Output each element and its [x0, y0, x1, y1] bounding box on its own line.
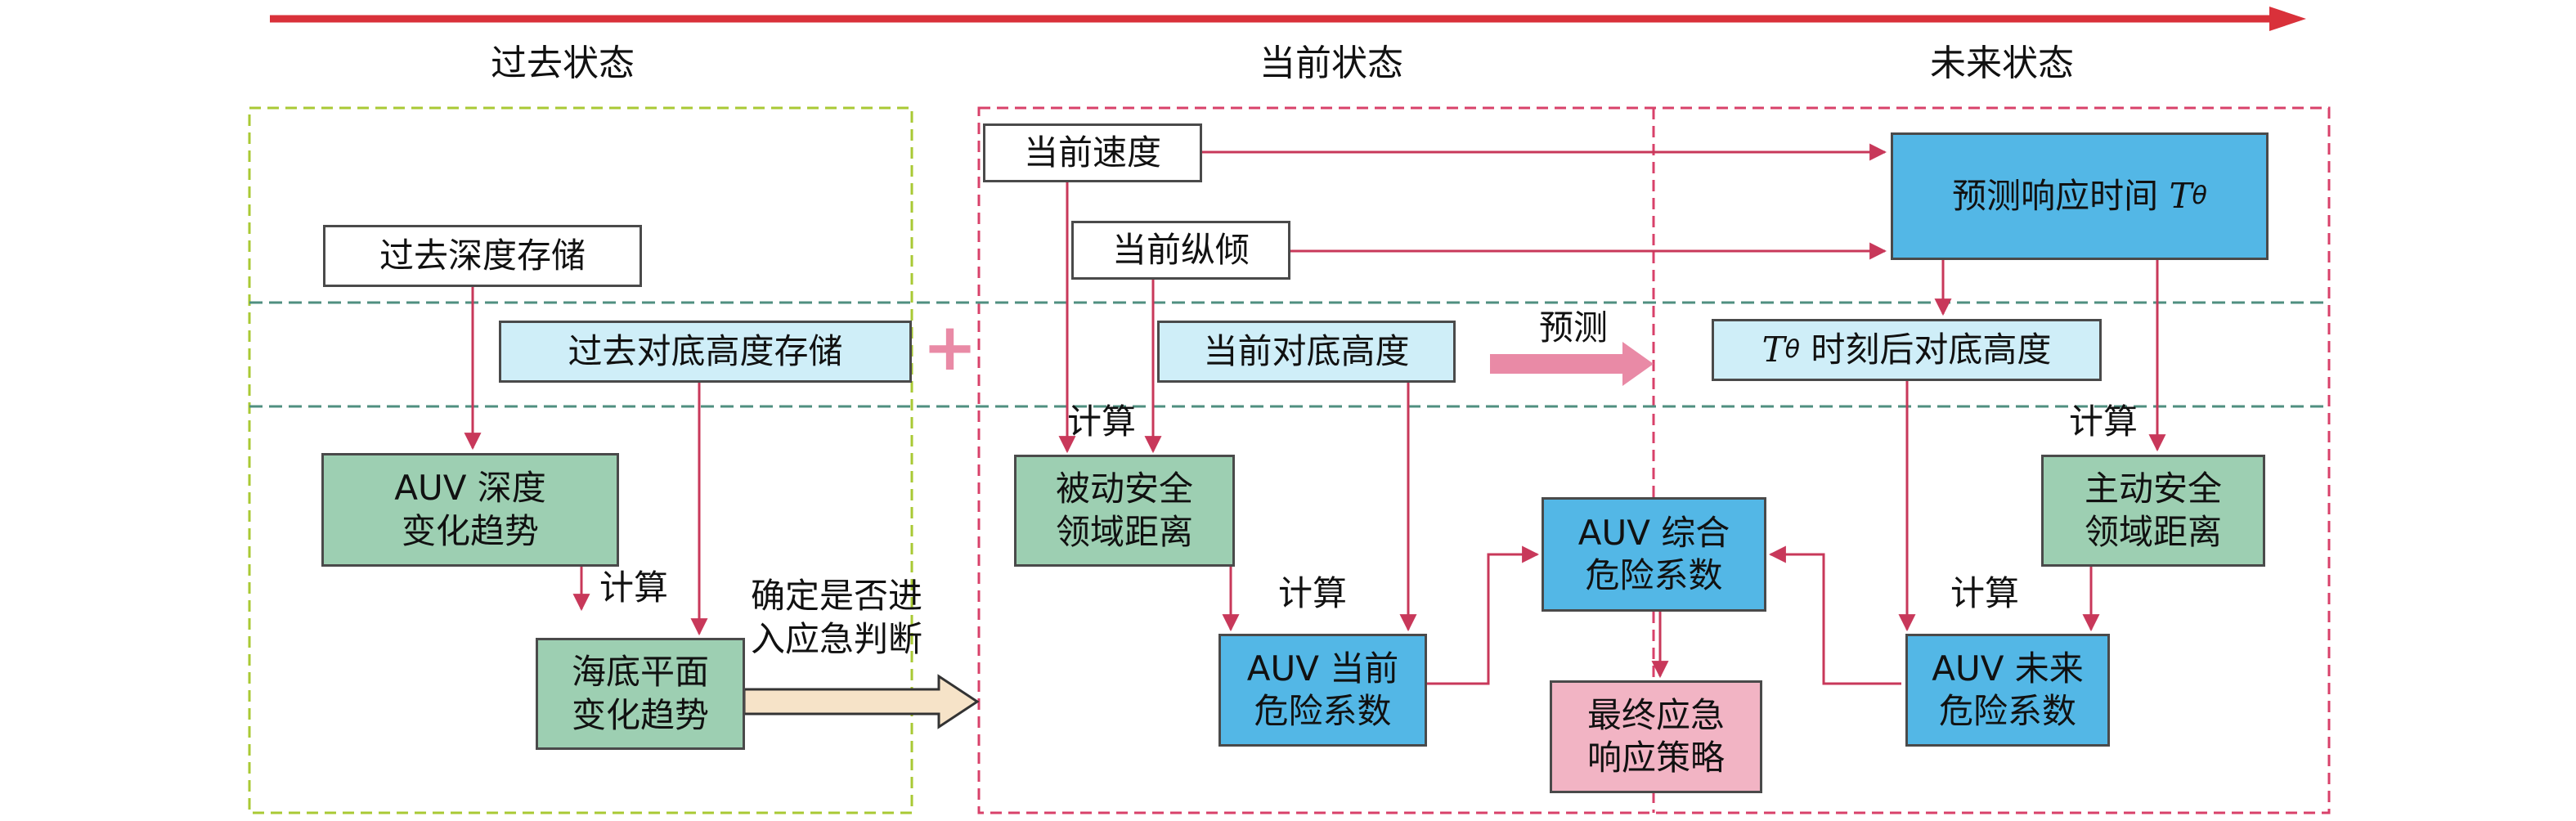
- label-compute-passive: 计算: [1067, 402, 1137, 442]
- timeline-arrow: [270, 7, 2306, 31]
- box-past-altitude-storage: 过去对底高度存储: [499, 321, 912, 383]
- connector-arrows: [464, 143, 2166, 685]
- decide-arrow: [743, 674, 980, 729]
- label-predict: 预测: [1539, 307, 1609, 348]
- predict-arrow: [1490, 342, 1654, 386]
- label-compute-active: 计算: [2069, 402, 2138, 442]
- box-current-pitch: 当前纵倾: [1071, 221, 1290, 280]
- label-compute-future-risk: 计算: [1950, 573, 2020, 613]
- box-current-speed: 当前速度: [983, 123, 1202, 182]
- future-altitude-text: 时刻后对底高度: [1800, 329, 2052, 370]
- future-altitude-symbol: T: [1761, 329, 1785, 370]
- predicted-response-time-symbol: T: [2169, 175, 2192, 216]
- predicted-response-time-subscript: θ: [2192, 182, 2207, 211]
- box-active-safety-domain: 主动安全 领域距离: [2041, 455, 2265, 567]
- section-title-past: 过去状态: [491, 43, 635, 84]
- box-passive-safety-domain: 被动安全 领域距离: [1014, 455, 1235, 567]
- box-current-altitude: 当前对底高度: [1157, 321, 1456, 383]
- box-auv-overall-risk: AUV 综合 危险系数: [1542, 497, 1766, 612]
- past-frame: [248, 106, 913, 814]
- label-compute-current-risk: 计算: [1278, 573, 1348, 613]
- box-past-depth-storage: 过去深度存储: [323, 225, 642, 287]
- section-title-future: 未来状态: [1930, 43, 2074, 84]
- arrow-current-risk-to-overall: [1427, 545, 1540, 685]
- predicted-response-time-text: 预测响应时间: [1952, 175, 2159, 216]
- box-auv-future-risk: AUV 未来 危险系数: [1905, 634, 2110, 747]
- label-compute-seabed: 计算: [599, 568, 669, 608]
- label-decide-emergency: 确定是否进 入应急判断: [751, 576, 923, 659]
- future-altitude-subscript: θ: [1784, 335, 1800, 365]
- box-auv-depth-trend: AUV 深度 变化趋势: [321, 453, 619, 567]
- box-auv-current-risk: AUV 当前 危险系数: [1218, 634, 1427, 747]
- box-seabed-trend: 海底平面 变化趋势: [536, 638, 745, 750]
- box-final-response-strategy: 最终应急 响应策略: [1550, 680, 1762, 793]
- plus-sign: +: [922, 309, 978, 385]
- arrow-future-risk-to-overall: [1768, 545, 1901, 685]
- section-title-current: 当前状态: [1259, 43, 1403, 84]
